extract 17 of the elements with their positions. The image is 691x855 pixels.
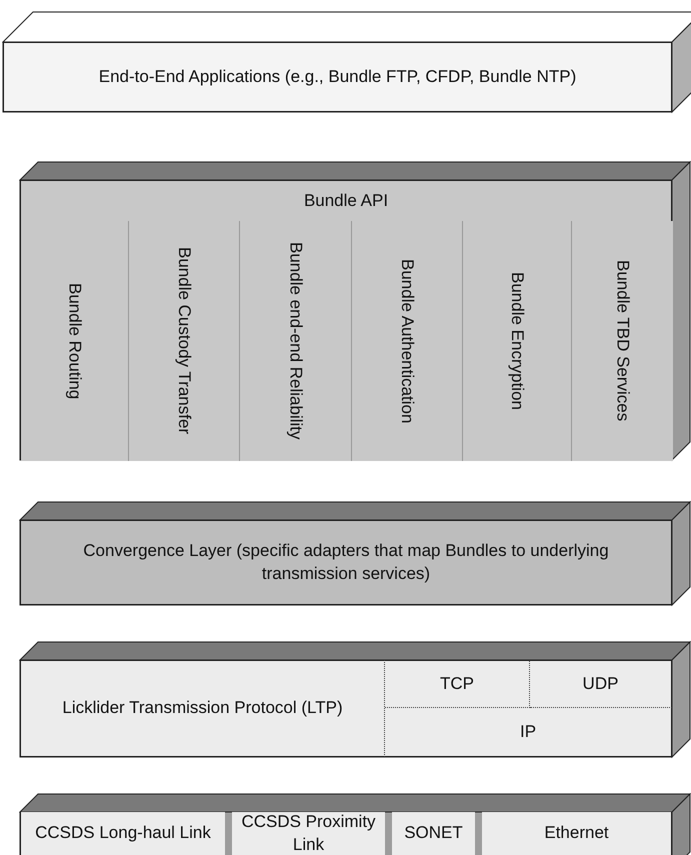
protocol-cell: Licklider Transmission Protocol (LTP) [20, 660, 385, 757]
service-column: Bundle Authentication [351, 221, 462, 461]
link-cell: CCSDS Proximity Link [232, 812, 385, 855]
service-column: Bundle Encryption [462, 221, 571, 461]
application-layer: End-to-End Applications (e.g., Bundle FTP, CFDP, Bundle NTP) [3, 42, 672, 112]
convergence-layer: Convergence Layer (specific adapters that map Bundles to underlying transmission services) [20, 520, 672, 605]
link-cell: CCSDS Long-haul Link [20, 812, 225, 855]
protocol-cell: TCP [385, 660, 530, 708]
link-cell: SONET [392, 812, 475, 855]
link-cell: Ethernet [482, 812, 672, 855]
service-column: Bundle end-end Reliability [239, 221, 351, 461]
layer-heading: Bundle API [302, 190, 390, 212]
protocol-cell: UDP [530, 660, 672, 708]
service-column: Bundle TBD Services [571, 221, 673, 461]
service-column: Bundle Custody Transfer [128, 221, 239, 461]
bundle-layer [20, 180, 672, 460]
protocol-cell: IP [385, 708, 672, 757]
